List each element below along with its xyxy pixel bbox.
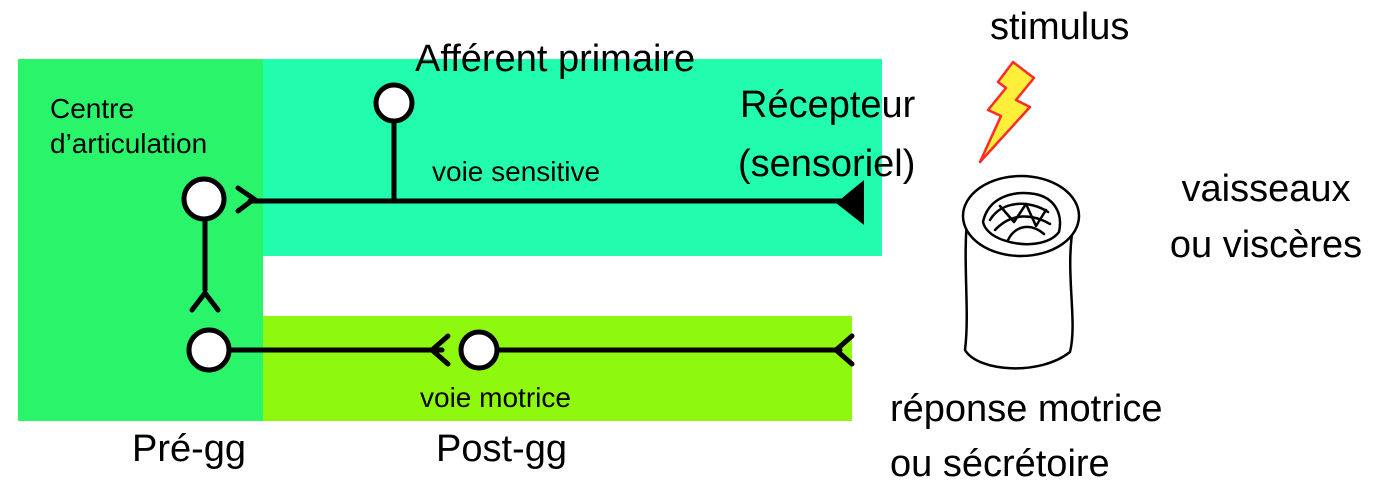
voie-motrice-label: voie motrice: [420, 382, 571, 413]
reponse-label-line1: réponse motrice: [890, 388, 1163, 430]
stimulus-lightning-icon: [978, 60, 1036, 164]
effector-synapse: [832, 333, 855, 367]
recepteur-label-line2: (sensoriel): [738, 143, 916, 185]
voie-sensitive-label: voie sensitive: [432, 156, 601, 187]
motor-region: [262, 316, 852, 421]
reponse-label-line2: ou sécrétoire: [890, 443, 1110, 485]
central-synapse: [235, 185, 259, 214]
afferent-label: Afférent primaire: [415, 38, 696, 80]
recepteur-label-line1: Récepteur: [740, 84, 916, 126]
vaisseaux-label-line1: vaisseaux: [1181, 168, 1351, 210]
vessel-viscera-icon: [961, 174, 1081, 370]
centre-neuron: [181, 176, 227, 222]
centre-label-line2: d’articulation: [50, 128, 208, 159]
receptor-ending: [836, 180, 864, 225]
vaisseaux-label-line2: ou viscères: [1169, 224, 1363, 266]
postganglionic-neuron: [458, 329, 500, 371]
centre-label-line1: Centre: [50, 93, 135, 124]
motor-pathway: [189, 217, 855, 367]
neurons: [181, 82, 500, 373]
afferent-neuron: [373, 82, 415, 124]
ganglionic-synapse: [428, 333, 451, 367]
sensory-pathway: [235, 119, 863, 214]
interneuron-synapse: [189, 288, 221, 313]
preganglionic-neuron: [186, 327, 232, 373]
pre-gg-label: Pré-gg: [132, 428, 247, 470]
sensory-region: [262, 59, 882, 256]
stimulus-label: stimulus: [990, 6, 1130, 48]
post-gg-label: Post-gg: [436, 428, 567, 470]
